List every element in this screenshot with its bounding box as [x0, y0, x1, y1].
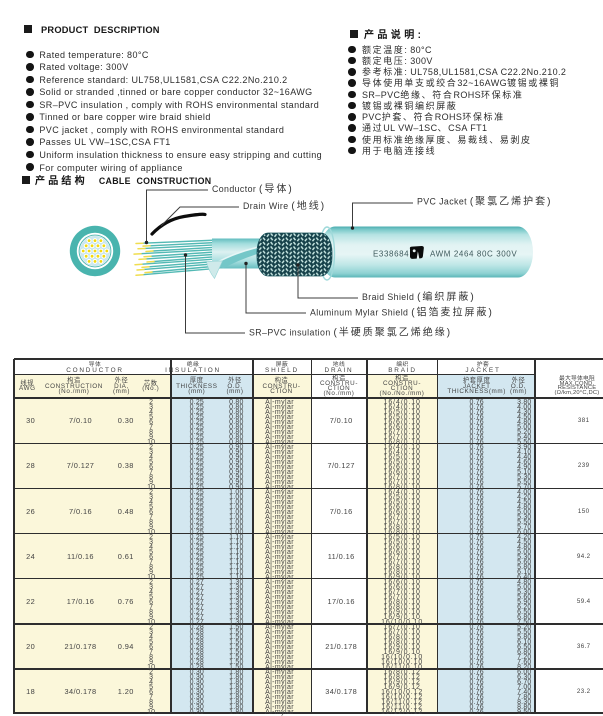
svg-text:SR–PVC insulation (半硬质聚氯乙烯绝缘): SR–PVC insulation (半硬质聚氯乙烯绝缘)	[249, 325, 452, 338]
svg-text:Drain Wire (地线): Drain Wire (地线)	[243, 199, 326, 212]
svg-text:Braid Shield (编织屏蔽): Braid Shield (编织屏蔽)	[362, 290, 476, 303]
svg-text:E338684: E338684	[373, 250, 409, 259]
svg-text:AWM 2464 80C 300V: AWM 2464 80C 300V	[430, 250, 517, 259]
svg-text:PVC Jacket (聚氯乙烯护套): PVC Jacket (聚氯乙烯护套)	[417, 194, 552, 207]
svg-text:Aluminum Mylar Shield (铝箔麦拉屏蔽): Aluminum Mylar Shield (铝箔麦拉屏蔽)	[310, 305, 494, 318]
svg-text:Conductor (导体): Conductor (导体)	[212, 183, 294, 195]
